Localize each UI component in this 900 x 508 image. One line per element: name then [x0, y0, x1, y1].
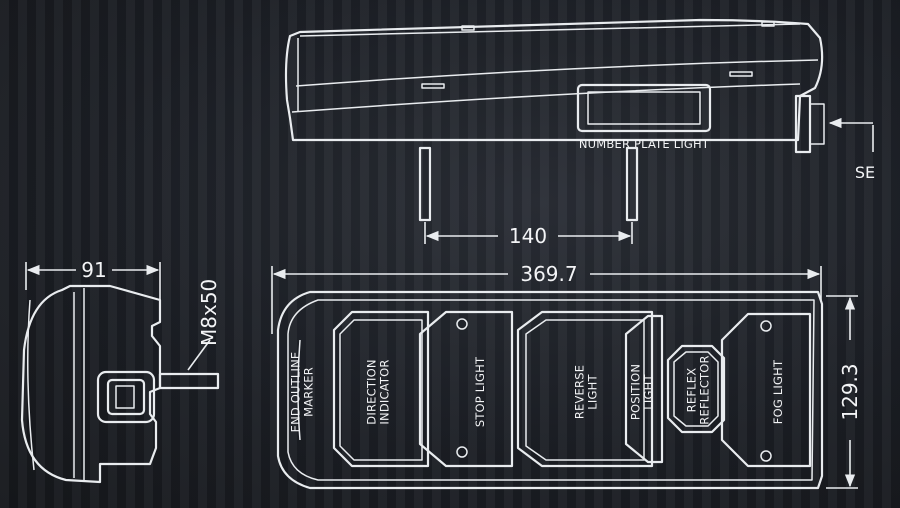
screw-stop-bottom [456, 446, 468, 458]
section-labels: END OUTLINEMARKER DIRECTIONINDICATOR STOP … [289, 352, 786, 433]
label-end-outline-marker-line: MARKER [302, 367, 316, 417]
segment-reverse-light [516, 310, 654, 468]
label-reverse-light-line: LIGHT [586, 374, 600, 410]
end-view-curve [27, 299, 35, 471]
end-view-boss [96, 370, 156, 424]
connector-plug [809, 103, 825, 145]
label-fog-light: FOG LIGHT [771, 359, 785, 424]
mount-stud-left [418, 146, 432, 222]
bolt-leader [187, 339, 211, 371]
number-plate-lens [576, 83, 712, 133]
side-view-lower-contour [291, 83, 801, 113]
end-view-boss-inner [106, 378, 146, 416]
label-direction-indicator-line: INDICATOR [378, 359, 392, 424]
dim-3697-value: 369.7 [520, 262, 577, 286]
label-end-outline-marker-line: END OUTLINE [289, 352, 303, 433]
end-view-outline [20, 284, 162, 484]
segment-position-light [624, 314, 664, 464]
side-view-slot-1 [421, 83, 445, 89]
label-reverse-light-line: REVERSE [573, 365, 587, 419]
label-reflex-reflector: REFLEXREFLECTOR [685, 355, 712, 424]
dim-91-value: 91 [81, 258, 106, 282]
label-reverse-light: REVERSELIGHT [573, 365, 600, 419]
se-label: SE [855, 163, 875, 182]
end-marker-edge [297, 339, 301, 441]
segment-direction-indicator-inner [339, 319, 423, 461]
end-view: 91 M8x50 [20, 258, 221, 484]
number-plate-lens-inner [587, 91, 701, 125]
label-position-light: POSITIONLIGHT [629, 364, 656, 420]
side-view-upper-contour [295, 59, 819, 87]
label-position-light-line: LIGHT [642, 374, 656, 410]
screw-fog-top [760, 320, 772, 332]
side-view-slot-2 [729, 71, 753, 77]
segment-fog-light [720, 312, 812, 468]
label-end-outline-marker: END OUTLINEMARKER [289, 352, 316, 433]
label-fog-light-line: FOG LIGHT [771, 359, 785, 424]
front-view: 369.7 129.3 END OUTLINEMARKER DIRECTIONIN… [271, 262, 862, 490]
side-view-clip-1 [461, 25, 475, 31]
label-reflex-reflector-line: REFLECTOR [698, 355, 712, 424]
dim-1293-value: 129.3 [838, 363, 862, 420]
front-view-outline [276, 290, 824, 490]
end-view-socket [115, 385, 135, 409]
label-direction-indicator-line: DIRECTION [365, 359, 379, 424]
screw-stop-top [456, 318, 468, 330]
label-stop-light-line: STOP LIGHT [473, 356, 487, 427]
number-plate-light-label: NUMBER PLATE LIGHT [579, 137, 710, 151]
side-view-top-edge [299, 23, 801, 37]
label-direction-indicator: DIRECTIONINDICATOR [365, 359, 392, 424]
m8-bolt [158, 372, 220, 390]
bolt-spec: M8x50 [197, 279, 221, 346]
label-stop-light: STOP LIGHT [473, 356, 487, 427]
side-view-clip-2 [761, 21, 775, 27]
segment-reflex-reflector-inner [673, 351, 719, 427]
label-position-light-line: POSITION [629, 364, 643, 420]
dim-140-value: 140 [509, 224, 547, 248]
front-view-inner-outline [287, 299, 815, 481]
segment-direction-indicator [332, 310, 430, 468]
mount-stud-right [625, 146, 639, 222]
segment-reflex-reflector [666, 344, 726, 434]
segment-stop-light [418, 310, 514, 468]
label-reflex-reflector-line: REFLEX [685, 368, 699, 413]
side-view: NUMBER PLATE LIGHT SE 140 [284, 18, 875, 248]
screw-fog-bottom [760, 450, 772, 462]
side-view-outline [284, 18, 824, 142]
